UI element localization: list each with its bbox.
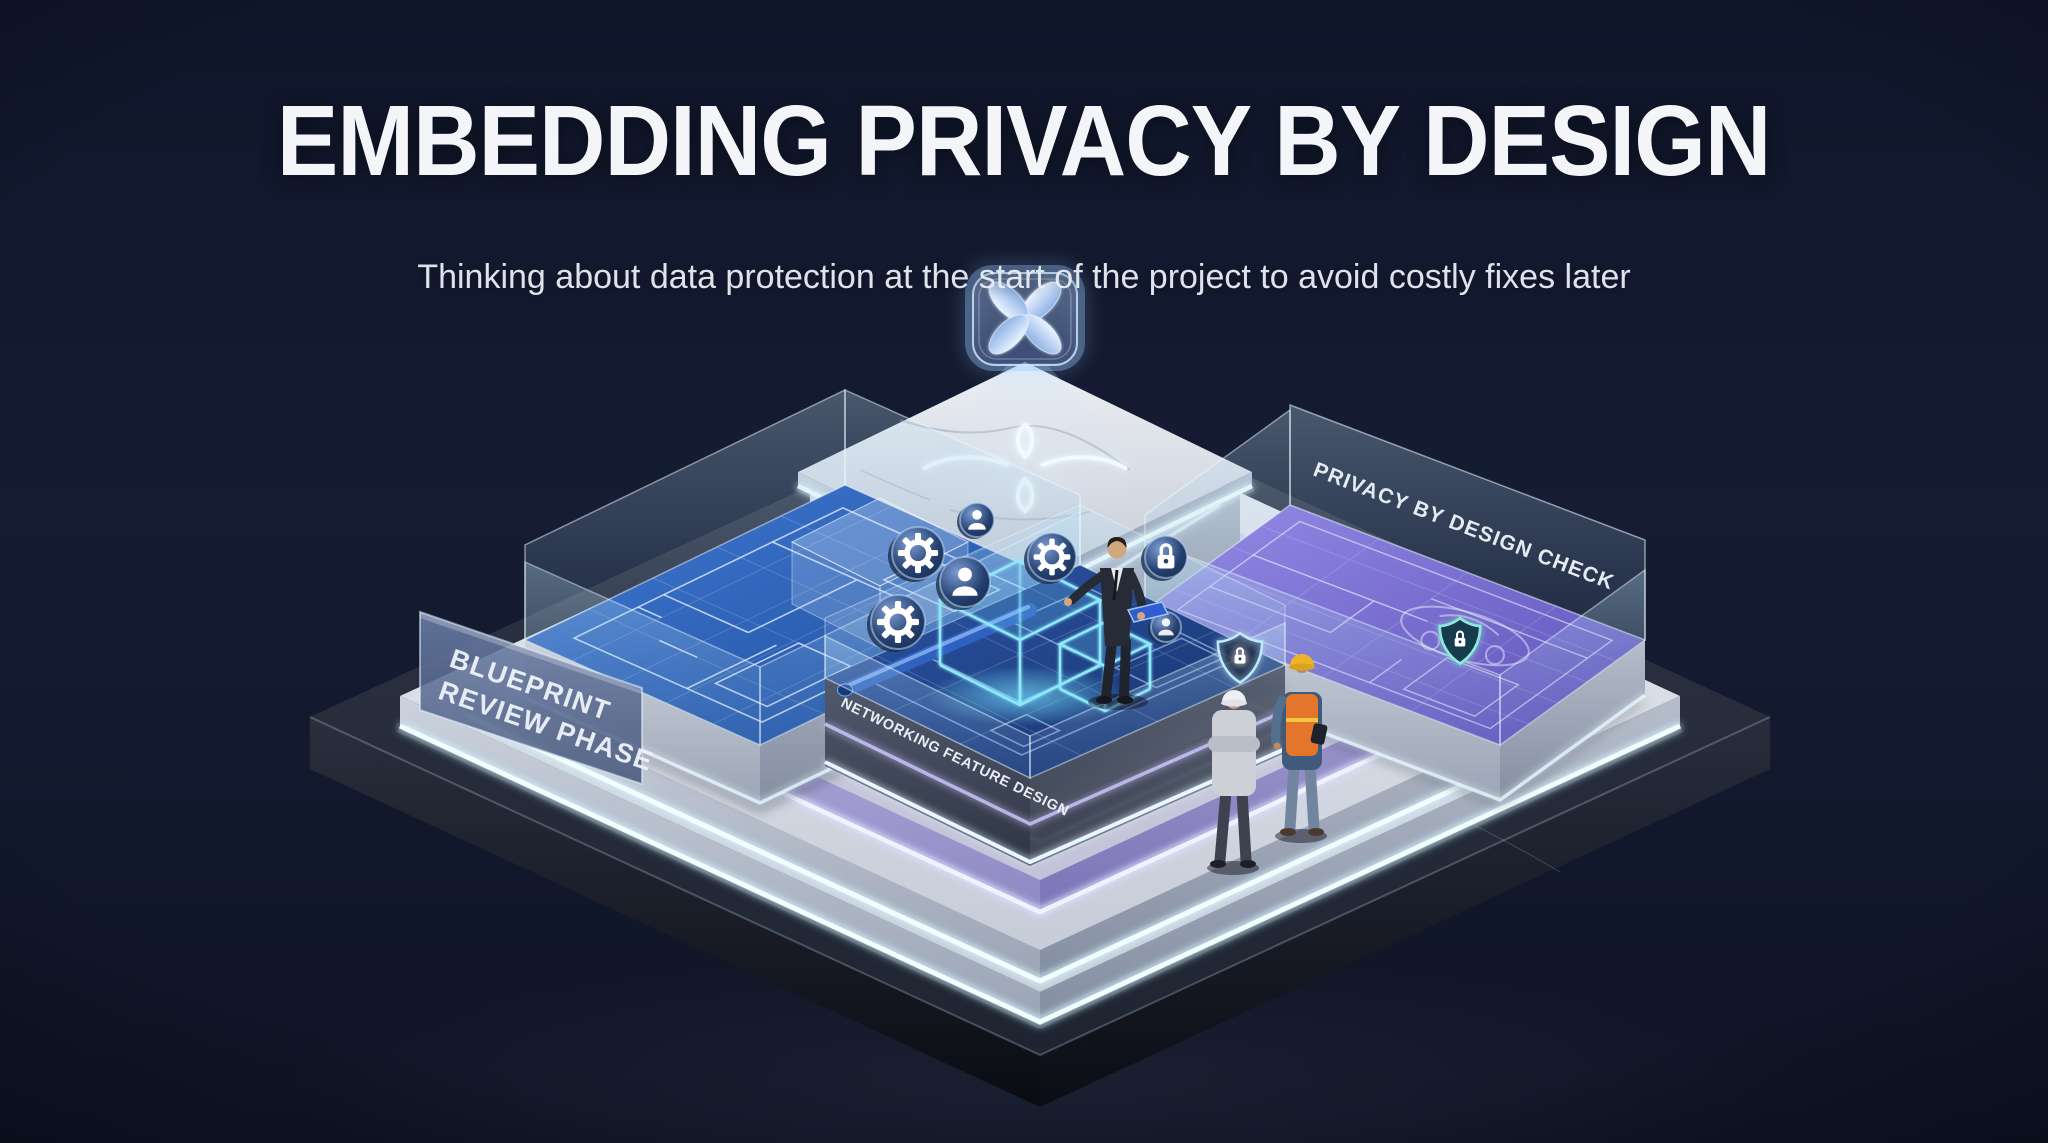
page-title-text: EMBEDDING PRIVACY BY DESIGN (277, 85, 1771, 197)
page-title: EMBEDDING PRIVACY BY DESIGN (0, 84, 2048, 199)
page-subtitle: Thinking about data protection at the st… (417, 258, 1631, 296)
